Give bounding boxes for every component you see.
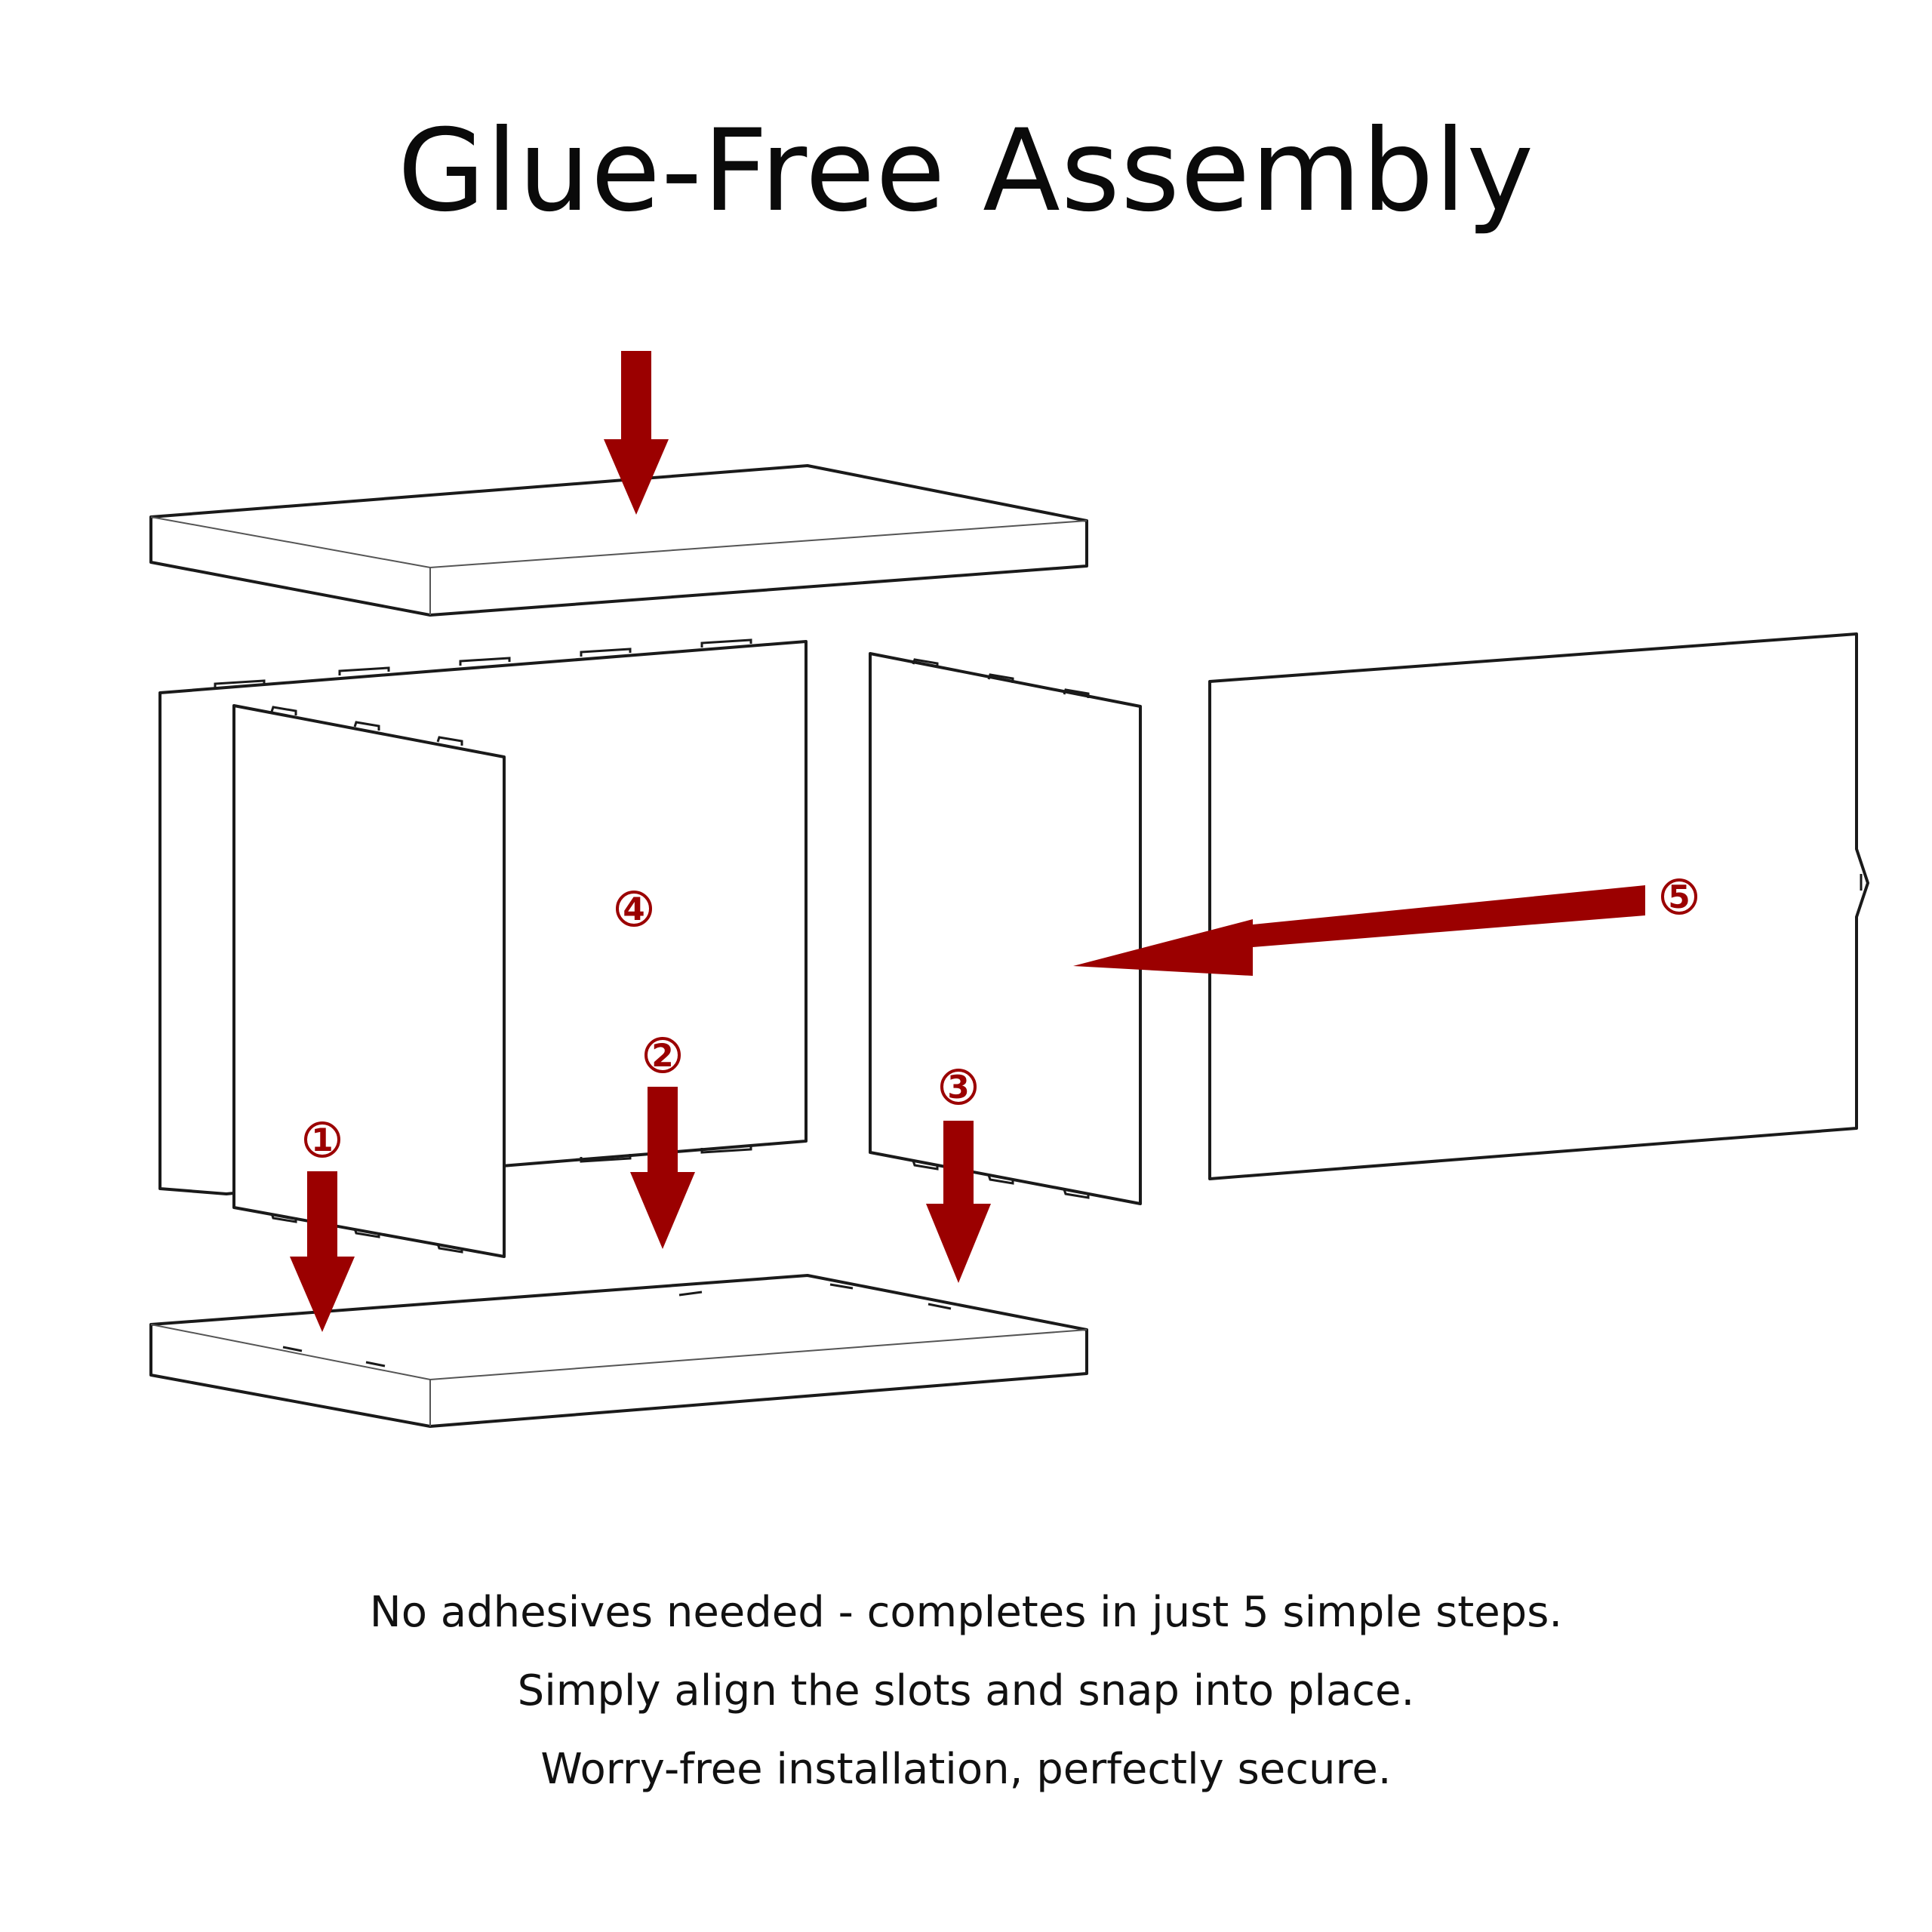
step-3-arrow: 3 — [926, 1069, 991, 1283]
caption-line-1: No adhesives needed - completes in just … — [369, 1588, 1563, 1637]
svg-text:1: 1 — [311, 1121, 333, 1158]
step-5-arrow: 5 — [1073, 878, 1697, 976]
caption-block: No adhesives needed - completes in just … — [0, 1574, 1932, 1809]
svg-text:4: 4 — [623, 891, 645, 928]
caption-line-3: Worry-free installation, perfectly secur… — [540, 1745, 1392, 1794]
right-side-panel — [869, 652, 1142, 1205]
svg-text:3: 3 — [947, 1069, 969, 1106]
step-2-marker: 2 — [645, 1037, 681, 1074]
step-4-marker: 4 — [616, 891, 652, 928]
svg-text:2: 2 — [651, 1037, 673, 1074]
top-arrow — [604, 351, 669, 515]
step-1-arrow: 1 — [290, 1121, 355, 1332]
left-side-panel — [232, 704, 506, 1258]
page-title: Glue-Free Assembly — [397, 106, 1535, 237]
step-3-marker: 3 — [940, 1069, 977, 1106]
top-panel — [149, 464, 1088, 617]
step-1-marker: 1 — [304, 1121, 340, 1158]
caption-line-2: Simply align the slots and snap into pla… — [517, 1666, 1415, 1715]
step-5-marker: 5 — [1661, 878, 1697, 915]
step-2-arrow: 2 — [630, 1037, 695, 1249]
svg-text:5: 5 — [1668, 878, 1690, 915]
bottom-panel — [149, 1274, 1088, 1428]
